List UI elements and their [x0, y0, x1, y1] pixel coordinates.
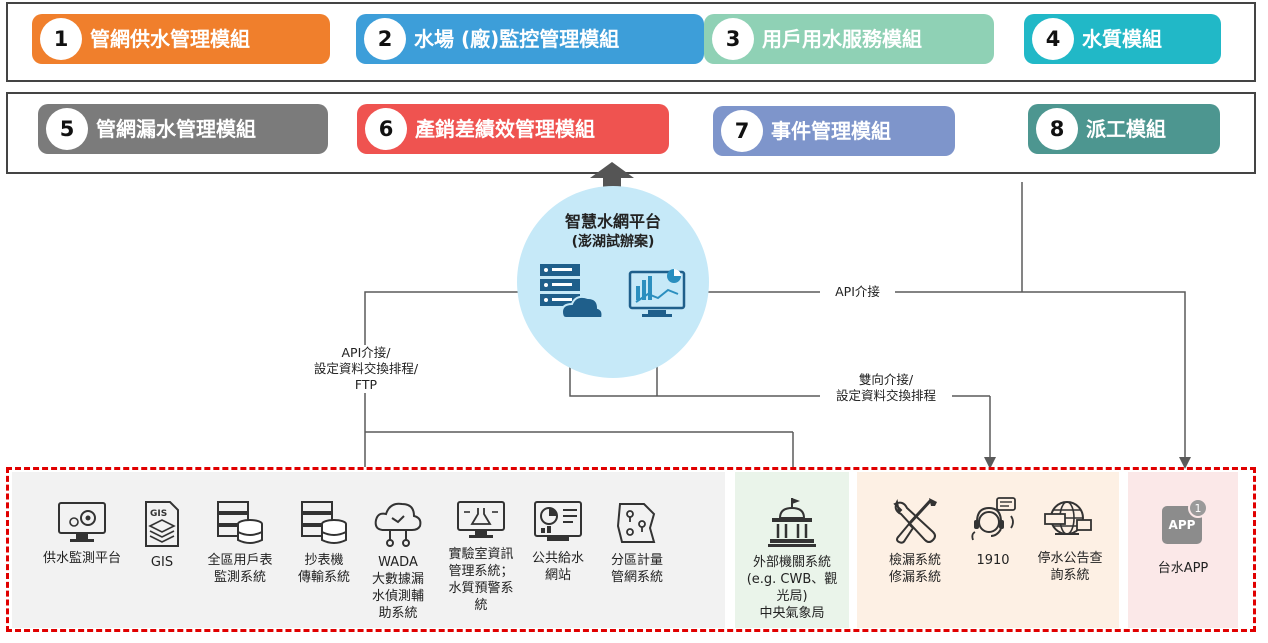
system-label: 檢漏系統: [888, 553, 941, 568]
left-api-line: [364, 291, 520, 467]
call-center-icon: [971, 497, 1016, 541]
system-label: 傳輸系統: [297, 570, 350, 585]
system-label: 抄表機: [304, 553, 344, 568]
monitor-gear-icon: [58, 502, 106, 542]
internal-systems-panel: [12, 472, 725, 628]
module-number: 1: [40, 18, 82, 60]
module-label: 用戶用水服務模組: [762, 27, 922, 51]
system-item: 公共給水 網站: [520, 500, 596, 584]
tools-icon: [893, 498, 937, 544]
left-edge-label-line: API介接/: [341, 345, 391, 360]
server-database-icon: [301, 501, 347, 544]
system-label: 全區用戶表: [207, 553, 273, 568]
system-label: 分區計量: [610, 553, 663, 568]
svg-text:GIS: GIS: [150, 509, 167, 519]
system-label: 中央氣象局: [759, 606, 825, 621]
system-item: 抄表機 傳輸系統: [282, 500, 366, 586]
system-item: 實驗室資訊 管理系統； 水質預警系 統: [436, 500, 526, 614]
module-number: 6: [365, 108, 407, 150]
bidir-edge-label: 雙向介接/ 設定資料交換排程: [820, 372, 952, 404]
module-pill-5[interactable]: 5 管網漏水管理模組: [38, 104, 328, 154]
module-pill-8[interactable]: 8 派工模組: [1028, 104, 1220, 154]
module-number: 2: [364, 18, 406, 60]
module-label: 派工模組: [1086, 117, 1166, 141]
system-item: 全區用戶表 監測系統: [194, 500, 286, 586]
bottom-dashed-frame: [6, 467, 1256, 632]
cloud-network-icon: [374, 502, 422, 547]
up-arrow: [590, 162, 634, 190]
gis-layers-icon: GIS: [145, 501, 179, 547]
module-label: 產銷差績效管理模組: [415, 117, 595, 141]
system-label: 1910: [976, 553, 1010, 568]
module-label: 事件管理模組: [771, 119, 891, 143]
system-item: GIS GIS: [136, 500, 188, 571]
system-label: 網站: [544, 568, 571, 583]
module-pill-6[interactable]: 6 產銷差績效管理模組: [357, 104, 669, 154]
system-item: 供水監測平台: [30, 500, 134, 567]
module-number: 4: [1032, 18, 1074, 60]
module-label: 水質模組: [1082, 27, 1162, 51]
system-label: (e.g. CWB、觀: [746, 572, 838, 587]
system-item: 分區計量 管網系統: [596, 500, 678, 586]
system-label: 水質預警系: [448, 581, 514, 596]
app-label: 台水APP: [1157, 561, 1209, 576]
system-label: 外部機關系統: [752, 555, 831, 570]
system-label: 供水監測平台: [42, 551, 121, 566]
module-pill-1[interactable]: 1 管網供水管理模組: [32, 14, 330, 64]
system-label: 水偵測輔: [371, 589, 424, 604]
left-edge-label-line: FTP: [354, 377, 378, 392]
system-item-service: 檢漏系統 修漏系統: [872, 496, 958, 586]
platform-title: 智慧水網平台: [564, 212, 661, 231]
api-right-label: API介接: [820, 284, 895, 300]
app-panel: [1128, 472, 1238, 628]
system-label: 管網系統: [610, 570, 663, 585]
system-label: 助系統: [378, 606, 418, 621]
system-label: WADA: [378, 555, 418, 570]
module-pill-4[interactable]: 4 水質模組: [1024, 14, 1221, 64]
system-label: 公共給水: [531, 551, 584, 566]
bidir-edge-label-line: 設定資料交換排程: [835, 388, 936, 403]
left-edge-label-line: 設定資料交換排程/: [313, 361, 419, 376]
module-number: 5: [46, 108, 88, 150]
system-label: 修漏系統: [888, 570, 941, 585]
module-number: 8: [1036, 108, 1078, 150]
module-pill-3[interactable]: 3 用戶用水服務模組: [704, 14, 994, 64]
server-database-icon: [217, 501, 263, 544]
module-number: 3: [712, 18, 754, 60]
system-label: 監測系統: [213, 570, 266, 585]
system-label: GIS: [150, 555, 174, 570]
lab-monitor-icon: [457, 501, 505, 538]
system-item: WADA 大數據漏 水偵測輔 助系統: [360, 500, 436, 622]
system-item-service: 1910: [962, 496, 1024, 569]
system-label: 停水公告查: [1037, 551, 1103, 566]
service-systems-panel: [857, 472, 1119, 628]
server-cloud-icon: [540, 264, 604, 319]
app-badge: 1: [1188, 498, 1208, 518]
district-map-icon: [616, 503, 656, 543]
module-number: 7: [721, 110, 763, 152]
platform-subtitle: (澎湖試辦案): [571, 234, 655, 250]
system-label: 統: [474, 598, 488, 613]
module-label: 水場 (廠)監控管理模組: [414, 27, 620, 51]
module-label: 管網漏水管理模組: [96, 117, 256, 141]
system-label: 管理系統；: [448, 564, 514, 579]
module-pill-7[interactable]: 7 事件管理模組: [713, 106, 955, 156]
system-item-external: 外部機關系統 (e.g. CWB、觀 光局) 中央氣象局: [737, 496, 847, 622]
module-pill-2[interactable]: 2 水場 (廠)監控管理模組: [356, 14, 704, 64]
system-label: 實驗室資訊: [448, 547, 514, 562]
system-label: 光局): [776, 589, 808, 604]
globe-notice-icon: [1044, 501, 1092, 535]
app-icon-text: APP: [1168, 518, 1196, 532]
system-label: 大數據漏: [371, 572, 424, 587]
dashboard-chart-icon: [534, 501, 582, 541]
analytics-monitor-icon: [628, 269, 686, 317]
left-edge-label: API介接/ 設定資料交換排程/ FTP: [296, 345, 436, 393]
system-label: 詢系統: [1050, 568, 1090, 583]
system-item-service: 停水公告查 詢系統: [1026, 496, 1114, 584]
module-label: 管網供水管理模組: [90, 27, 250, 51]
government-building-icon: [768, 498, 816, 547]
bidir-edge-label-line: 雙向介接/: [858, 372, 914, 387]
app-badge-count: 1: [1194, 501, 1202, 515]
